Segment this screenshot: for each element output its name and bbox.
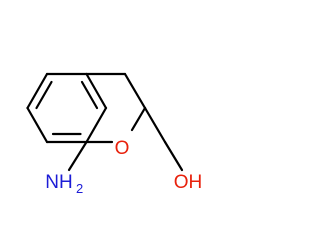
bond-aromatic [26, 106, 49, 144]
bond-c8-n [67, 140, 88, 172]
bond-double-inner [35, 80, 53, 110]
bond-aromatic [85, 72, 108, 110]
bond-aromatic [26, 72, 49, 110]
bond-double-inner [80, 80, 99, 110]
bond-ring-c2-o [130, 106, 147, 132]
chromane-structure-diagram: O OH NH 2 [26, 72, 203, 196]
bond-ring-c3 [123, 72, 147, 110]
amine-subscript: 2 [76, 181, 83, 196]
hydroxyl-label: OH [174, 172, 203, 193]
bond-c2-ch2 [143, 106, 167, 144]
bond-aromatic [85, 106, 108, 144]
amine-label: NH [45, 172, 72, 193]
ring-oxygen-label: O [115, 138, 130, 159]
bond-ch2-oh [163, 140, 184, 172]
structure-canvas: O OH NH 2 [26, 72, 203, 196]
